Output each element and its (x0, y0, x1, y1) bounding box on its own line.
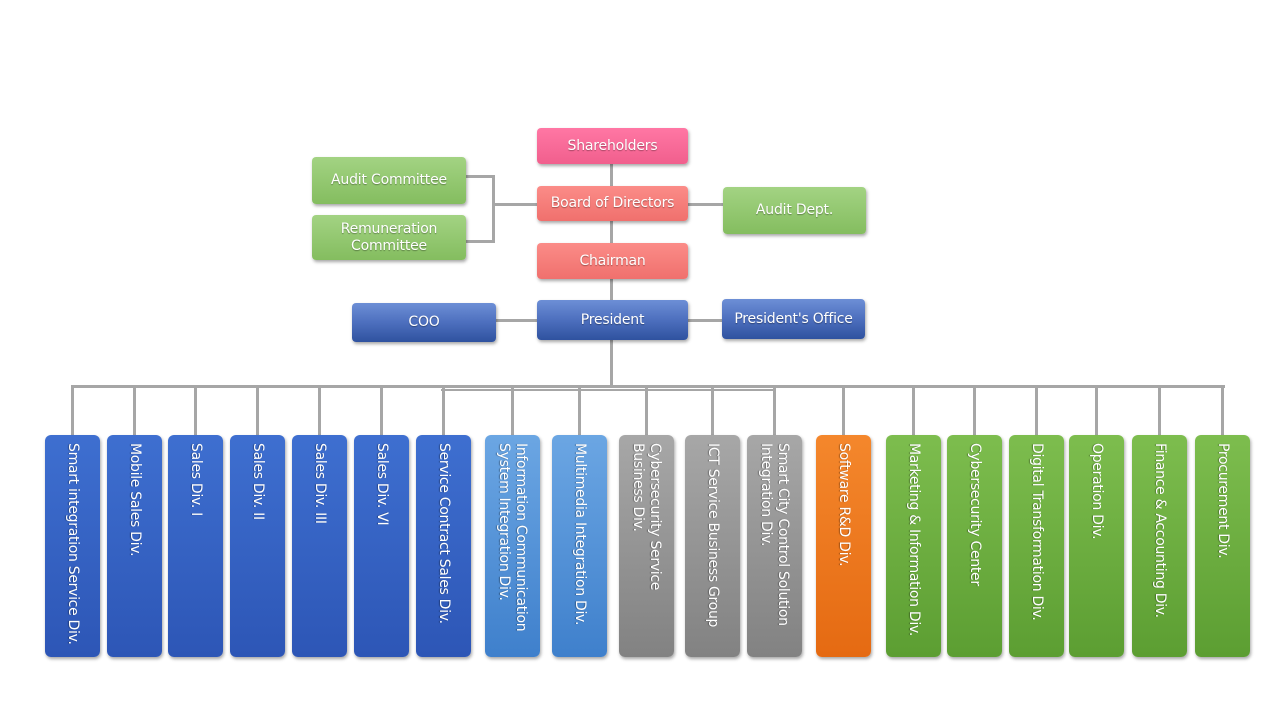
division-label: Finance & Accounting Div. (1152, 443, 1168, 618)
coo-label: COO (408, 314, 440, 330)
connector-division-drop (1158, 386, 1161, 436)
connector-division-drop (578, 386, 581, 436)
connector-remuneration-committee (466, 240, 494, 243)
division-label: Operation Div. (1089, 443, 1105, 540)
president-label: President (580, 311, 645, 328)
remuneration-committee-label: Remuneration Committee (340, 220, 438, 254)
connector-division-drop (71, 386, 74, 436)
division-box: Cybersecurity Service Business Div. (619, 435, 674, 657)
connector-chairman-president (610, 279, 613, 301)
connector-division-drop (194, 386, 197, 436)
division-label: Smart City Control Solution Integration … (758, 443, 792, 626)
audit-committee-box: Audit Committee (312, 157, 466, 204)
connector-division-drop (842, 386, 845, 436)
division-label: Cybersecurity Service Business Div. (630, 443, 664, 591)
division-box: Smart integration Service Div. (45, 435, 100, 657)
chairman-label: Chairman (579, 252, 646, 269)
connector-audit-committee (466, 175, 494, 178)
division-label: Sales Div. VI (374, 443, 390, 526)
connector-division-drop (318, 386, 321, 436)
president-box: President (537, 300, 688, 340)
connector-coo-president (496, 319, 538, 322)
connector-division-drop (442, 386, 445, 436)
division-box: Sales Div. I (168, 435, 223, 657)
remuneration-committee-box: Remuneration Committee (312, 215, 466, 260)
connector-division-drop (133, 386, 136, 436)
audit-dept-label: Audit Dept. (755, 202, 834, 218)
board-of-directors-box: Board of Directors (537, 186, 688, 221)
connector-division-drop (1221, 386, 1224, 436)
shareholders-label: Shareholders (567, 137, 658, 154)
division-label: ICT Service Business Group (705, 443, 721, 628)
shareholders-box: Shareholders (537, 128, 688, 164)
audit-dept-box: Audit Dept. (723, 187, 866, 234)
division-label: Procurement Div. (1215, 443, 1231, 559)
connector-division-drop (711, 386, 714, 436)
division-box: Mobile Sales Div. (107, 435, 162, 657)
connector-division-drop (1035, 386, 1038, 436)
division-label: Service Contract Sales Div. (436, 443, 452, 624)
division-label: Sales Div. II (250, 443, 266, 520)
division-box: Operation Div. (1069, 435, 1124, 657)
division-box: Multimedia Integration Div. (552, 435, 607, 657)
division-label: Cybersecurity Center (967, 443, 983, 586)
division-box: Sales Div. II (230, 435, 285, 657)
connector-division-drop (511, 386, 514, 436)
connector-division-drop (645, 386, 648, 436)
connector-division-bus-inner (441, 389, 775, 391)
connector-division-drop (380, 386, 383, 436)
division-box: Digital Transformation Div. (1009, 435, 1064, 657)
division-label: Sales Div. I (188, 443, 204, 517)
audit-committee-label: Audit Committee (331, 172, 447, 188)
division-box: Smart City Control Solution Integration … (747, 435, 802, 657)
division-label: Digital Transformation Div. (1029, 443, 1045, 621)
connector-division-drop (773, 386, 776, 436)
division-box: Procurement Div. (1195, 435, 1250, 657)
division-label: Multimedia Integration Div. (572, 443, 588, 626)
connector-division-drop (973, 386, 976, 436)
connector-board-chairman (610, 221, 613, 243)
chairman-box: Chairman (537, 243, 688, 279)
connector-shareholders-board (610, 164, 613, 186)
board-of-directors-label: Board of Directors (550, 195, 675, 211)
division-box: Sales Div. VI (354, 435, 409, 657)
division-box: Service Contract Sales Div. (416, 435, 471, 657)
division-box: ICT Service Business Group (685, 435, 740, 657)
presidents-office-label: President's Office (734, 310, 853, 327)
connector-president-down (610, 340, 613, 387)
division-box: Cybersecurity Center (947, 435, 1002, 657)
division-label: Software R&D Div. (836, 443, 852, 567)
connector-division-drop (1095, 386, 1098, 436)
division-box: Sales Div. III (292, 435, 347, 657)
division-box: Marketing & Information Div. (886, 435, 941, 657)
division-label: Mobile Sales Div. (127, 443, 143, 557)
division-box: Finance & Accounting Div. (1132, 435, 1187, 657)
connector-division-drop (256, 386, 259, 436)
division-box: Information Communication System Integra… (485, 435, 540, 657)
connector-division-drop (912, 386, 915, 436)
connector-committees-vertical (492, 175, 495, 243)
division-label: Information Communication System Integra… (496, 443, 530, 632)
division-box: Software R&D Div. (816, 435, 871, 657)
connector-division-bus (71, 385, 1225, 388)
division-label: Sales Div. III (312, 443, 328, 524)
presidents-office-box: President's Office (722, 299, 865, 339)
connector-president-office (688, 319, 723, 322)
connector-board-audit-dept (688, 203, 723, 206)
division-label: Smart integration Service Div. (65, 443, 81, 645)
coo-box: COO (352, 303, 496, 342)
connector-board-committees (494, 203, 537, 206)
division-label: Marketing & Information Div. (906, 443, 922, 637)
